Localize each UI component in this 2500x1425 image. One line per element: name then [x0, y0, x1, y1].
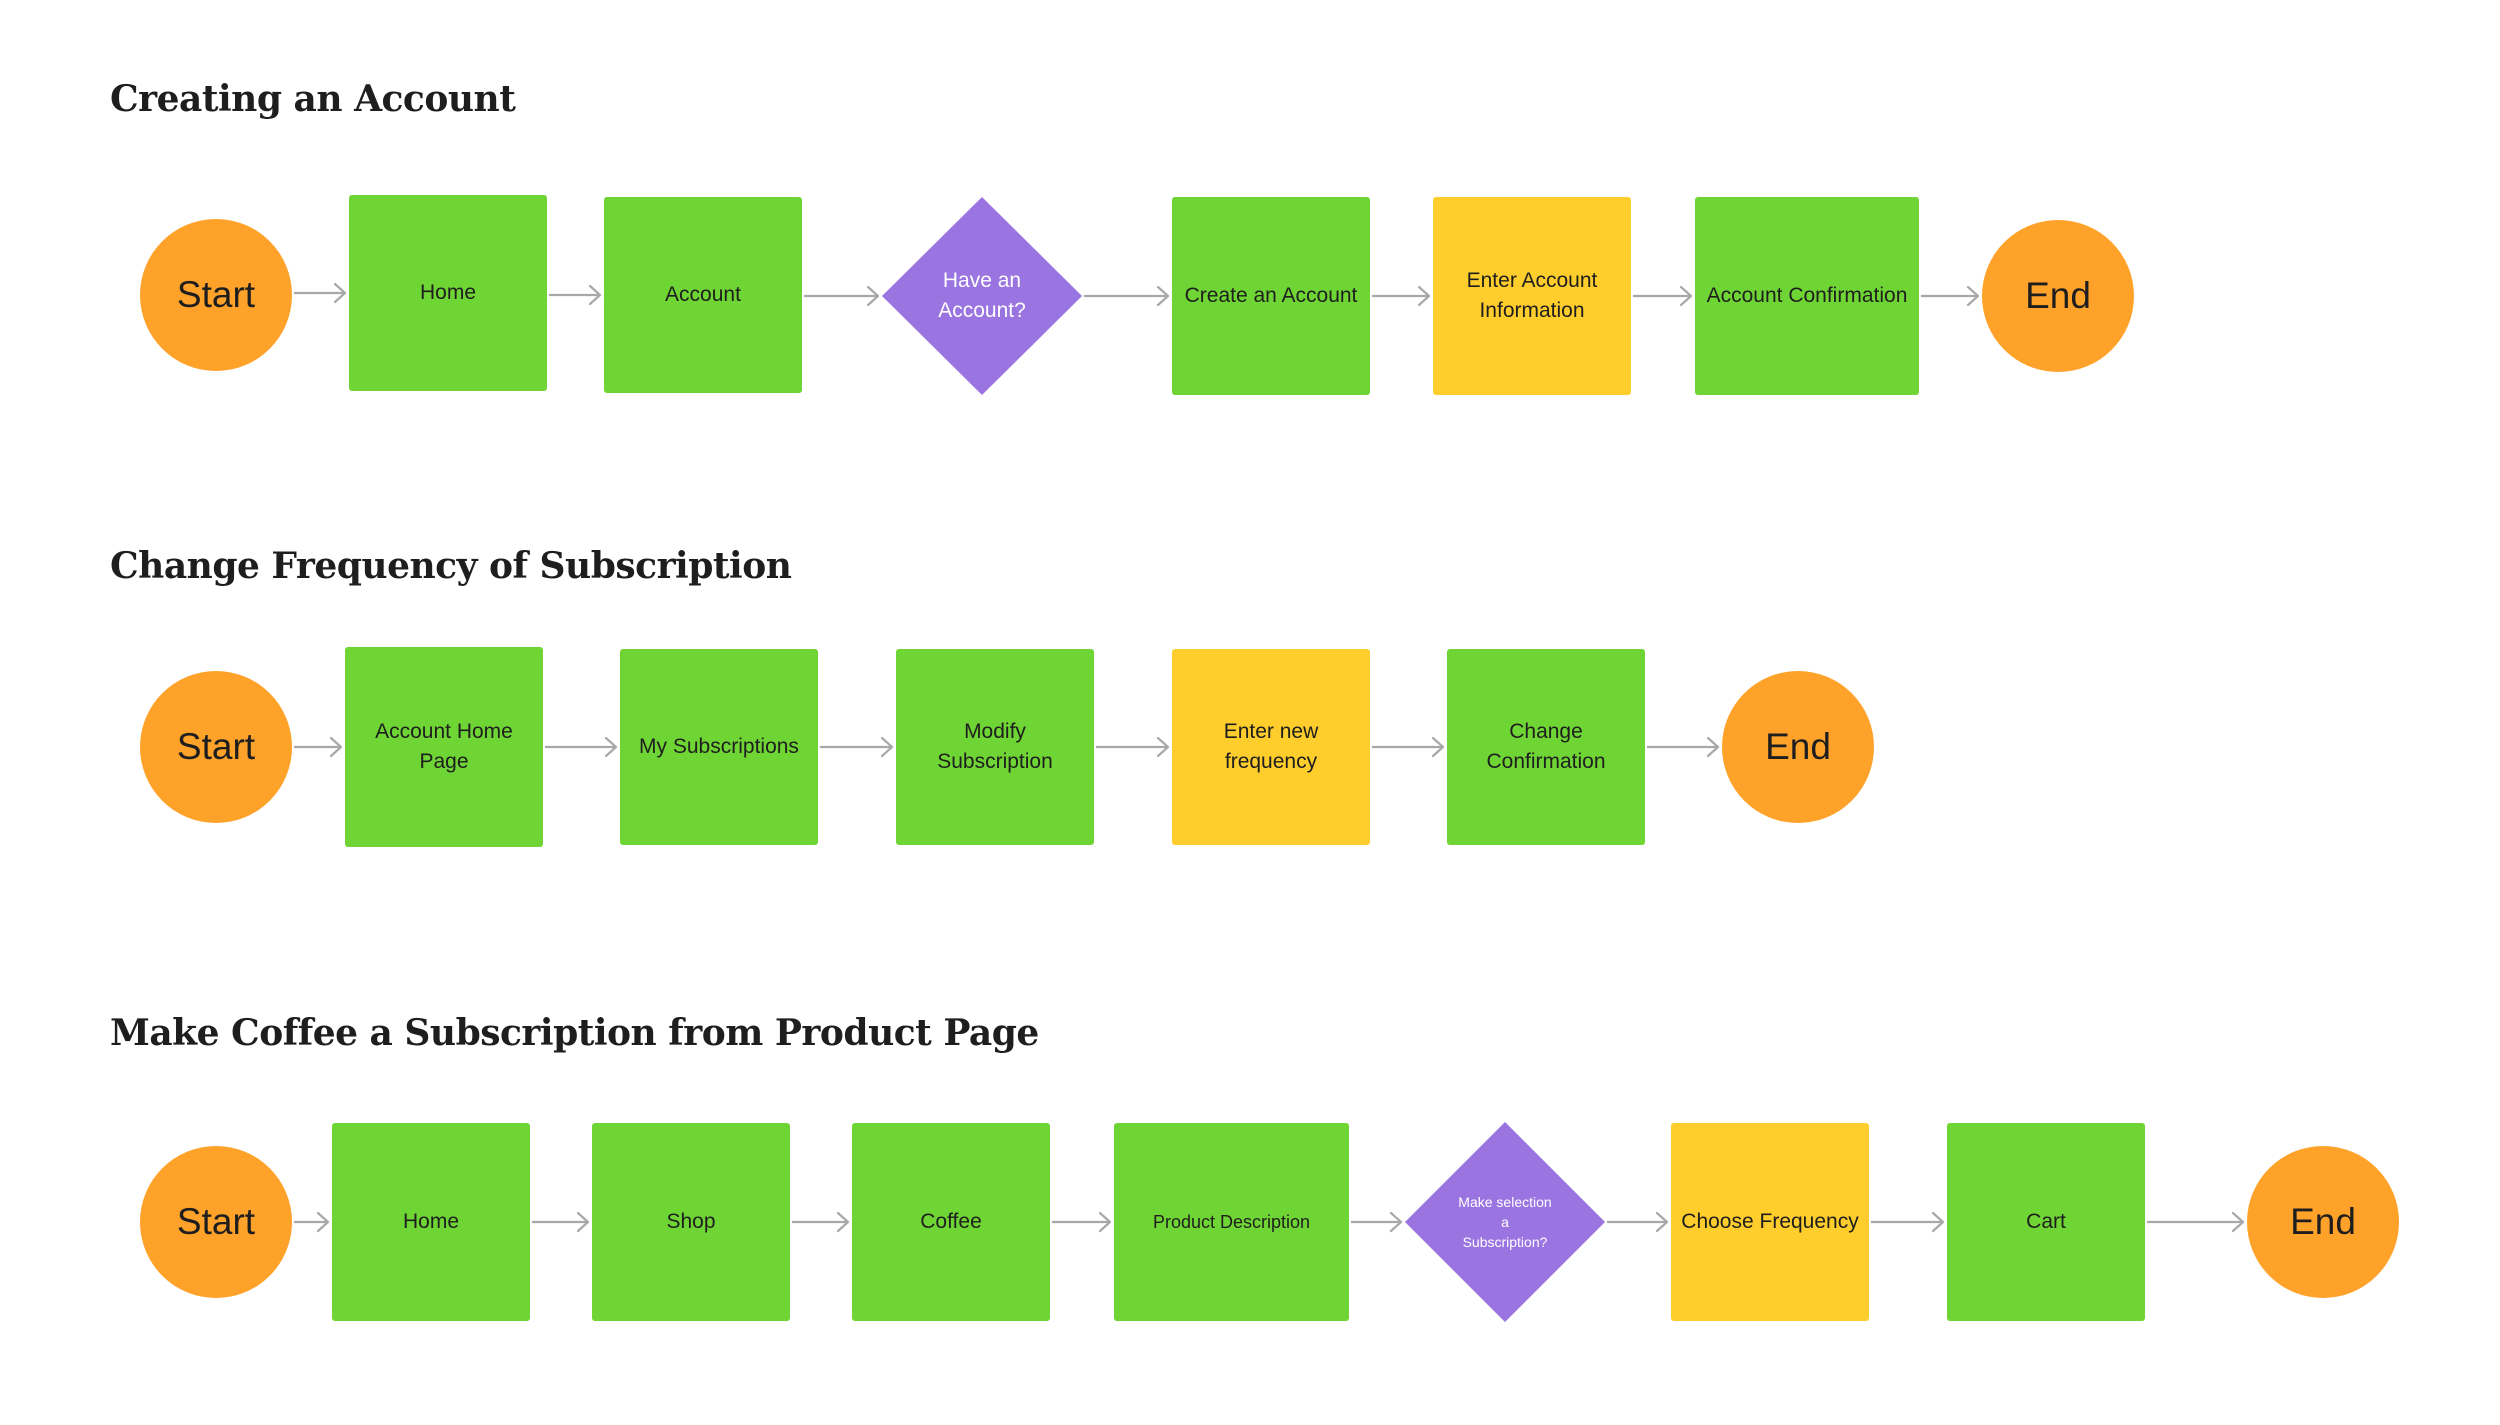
arrow-head-icon: [333, 282, 347, 304]
process-node-home: Home: [332, 1123, 530, 1321]
process-node-account-confirmation: Account Confirmation: [1695, 197, 1919, 395]
process-node-shop: Shop: [592, 1123, 790, 1321]
flow-2-connectors: [294, 736, 1720, 758]
process-node-modify-subscription: Modify Subscription: [896, 649, 1094, 845]
process-node-coffee: Coffee: [852, 1123, 1050, 1321]
decision-node-make-subscription: Make selection a Subscription?: [1405, 1122, 1605, 1322]
flow-1-connectors: [294, 282, 1980, 307]
arrow-head-icon: [588, 284, 602, 306]
end-node: End: [1982, 220, 2134, 372]
process-node-account: Account: [604, 197, 802, 393]
process-node-create-account: Create an Account: [1172, 197, 1370, 395]
arrow-head-icon: [2231, 1211, 2245, 1233]
process-node-my-subscriptions: My Subscriptions: [620, 649, 818, 845]
arrow-head-icon: [866, 285, 880, 307]
flow-title: Make Coffee a Subscription from Product …: [110, 1012, 1039, 1054]
arrow-head-icon: [329, 736, 343, 758]
arrow-head-icon: [1655, 1211, 1669, 1233]
arrow-head-icon: [1389, 1211, 1403, 1233]
arrow-head-icon: [604, 736, 618, 758]
end-node: End: [1722, 671, 1874, 823]
arrow-head-icon: [1706, 736, 1720, 758]
process-node-cart: Cart: [1947, 1123, 2145, 1321]
arrow-head-icon: [1679, 285, 1693, 307]
start-node: Start: [140, 1146, 292, 1298]
flow-title: Change Frequency of Subscription: [110, 545, 792, 587]
start-node: Start: [140, 671, 292, 823]
process-node-account-home-page: Account Home Page: [345, 647, 543, 847]
arrow-head-icon: [1098, 1211, 1112, 1233]
process-node-product-description: Product Description: [1114, 1123, 1349, 1321]
arrow-head-icon: [1966, 285, 1980, 307]
arrow-head-icon: [880, 736, 894, 758]
arrow-head-icon: [316, 1211, 330, 1233]
arrow-head-icon: [1931, 1211, 1945, 1233]
arrow-head-icon: [1156, 736, 1170, 758]
input-node-enter-account-information: Enter Account Information: [1433, 197, 1631, 395]
flow-3-connectors: [294, 1211, 2245, 1233]
arrow-head-icon: [836, 1211, 850, 1233]
arrow-head-icon: [1431, 736, 1445, 758]
process-node-change-confirmation: Change Confirmation: [1447, 649, 1645, 845]
arrow-head-icon: [1156, 285, 1170, 307]
end-node: End: [2247, 1146, 2399, 1298]
decision-node-have-account: Have an Account?: [882, 197, 1082, 395]
arrow-head-icon: [1417, 285, 1431, 307]
start-node: Start: [140, 219, 292, 371]
input-node-choose-frequency: Choose Frequency: [1671, 1123, 1869, 1321]
flow-title: Creating an Account: [110, 78, 516, 120]
process-node-home: Home: [349, 195, 547, 391]
arrow-head-icon: [576, 1211, 590, 1233]
input-node-enter-new-frequency: Enter new frequency: [1172, 649, 1370, 845]
